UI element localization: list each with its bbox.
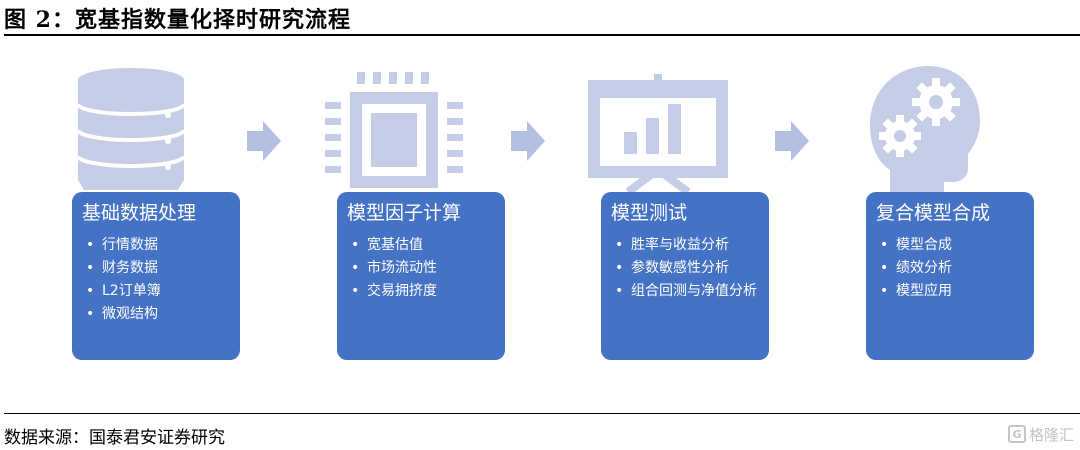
flow-arrow-2: [511, 121, 545, 161]
source-rule: [4, 413, 1080, 414]
flow-arrow-3: [775, 121, 809, 161]
figure-title: 图 2：宽基指数量化择时研究流程: [4, 7, 351, 33]
list-item: 参数敏感性分析: [615, 257, 759, 280]
flow-arrow-1: [247, 121, 281, 161]
list-item: 微观结构: [86, 303, 230, 326]
stage-title: 复合模型合成: [876, 202, 991, 224]
stage-item-list: 宽基估值 市场流动性 交易拥挤度: [347, 234, 495, 303]
stage-data-processing: 基础数据处理 行情数据 财务数据 L2订单簿 微观结构: [72, 192, 240, 360]
list-item: L2订单簿: [86, 280, 230, 303]
stage-title: 模型因子计算: [347, 202, 462, 224]
stage-factor-calculation: 模型因子计算 宽基估值 市场流动性 交易拥挤度: [337, 192, 505, 360]
list-item: 交易拥挤度: [351, 280, 495, 303]
list-item: 绩效分析: [880, 257, 1024, 280]
list-item: 市场流动性: [351, 257, 495, 280]
stage-title: 模型测试: [611, 202, 688, 224]
stage-item-list: 模型合成 绩效分析 模型应用: [876, 234, 1024, 303]
list-item: 财务数据: [86, 257, 230, 280]
list-item: 行情数据: [86, 234, 230, 257]
list-item: 胜率与收益分析: [615, 234, 759, 257]
list-item: 组合回测与净值分析: [615, 280, 759, 303]
list-item: 模型应用: [880, 280, 1024, 303]
watermark: G 格隆汇: [1007, 423, 1074, 445]
stage-model-testing: 模型测试 胜率与收益分析 参数敏感性分析 组合回测与净值分析: [601, 192, 769, 360]
data-source-note: 数据来源：国泰君安证券研究: [4, 428, 225, 448]
watermark-logo-icon: G: [1007, 425, 1026, 443]
head-gears-icon: [870, 66, 980, 192]
presentation-chart-icon: [588, 74, 728, 192]
database-icon: [78, 68, 184, 190]
chip-icon: [325, 72, 463, 188]
list-item: 宽基估值: [351, 234, 495, 257]
stage-title: 基础数据处理: [82, 202, 197, 224]
watermark-text: 格隆汇: [1028, 425, 1074, 444]
stage-item-list: 行情数据 财务数据 L2订单簿 微观结构: [82, 234, 230, 326]
title-rule: [4, 34, 1080, 36]
stage-model-synthesis: 复合模型合成 模型合成 绩效分析 模型应用: [866, 192, 1034, 360]
stage-item-list: 胜率与收益分析 参数敏感性分析 组合回测与净值分析: [611, 234, 759, 303]
list-item: 模型合成: [880, 234, 1024, 257]
